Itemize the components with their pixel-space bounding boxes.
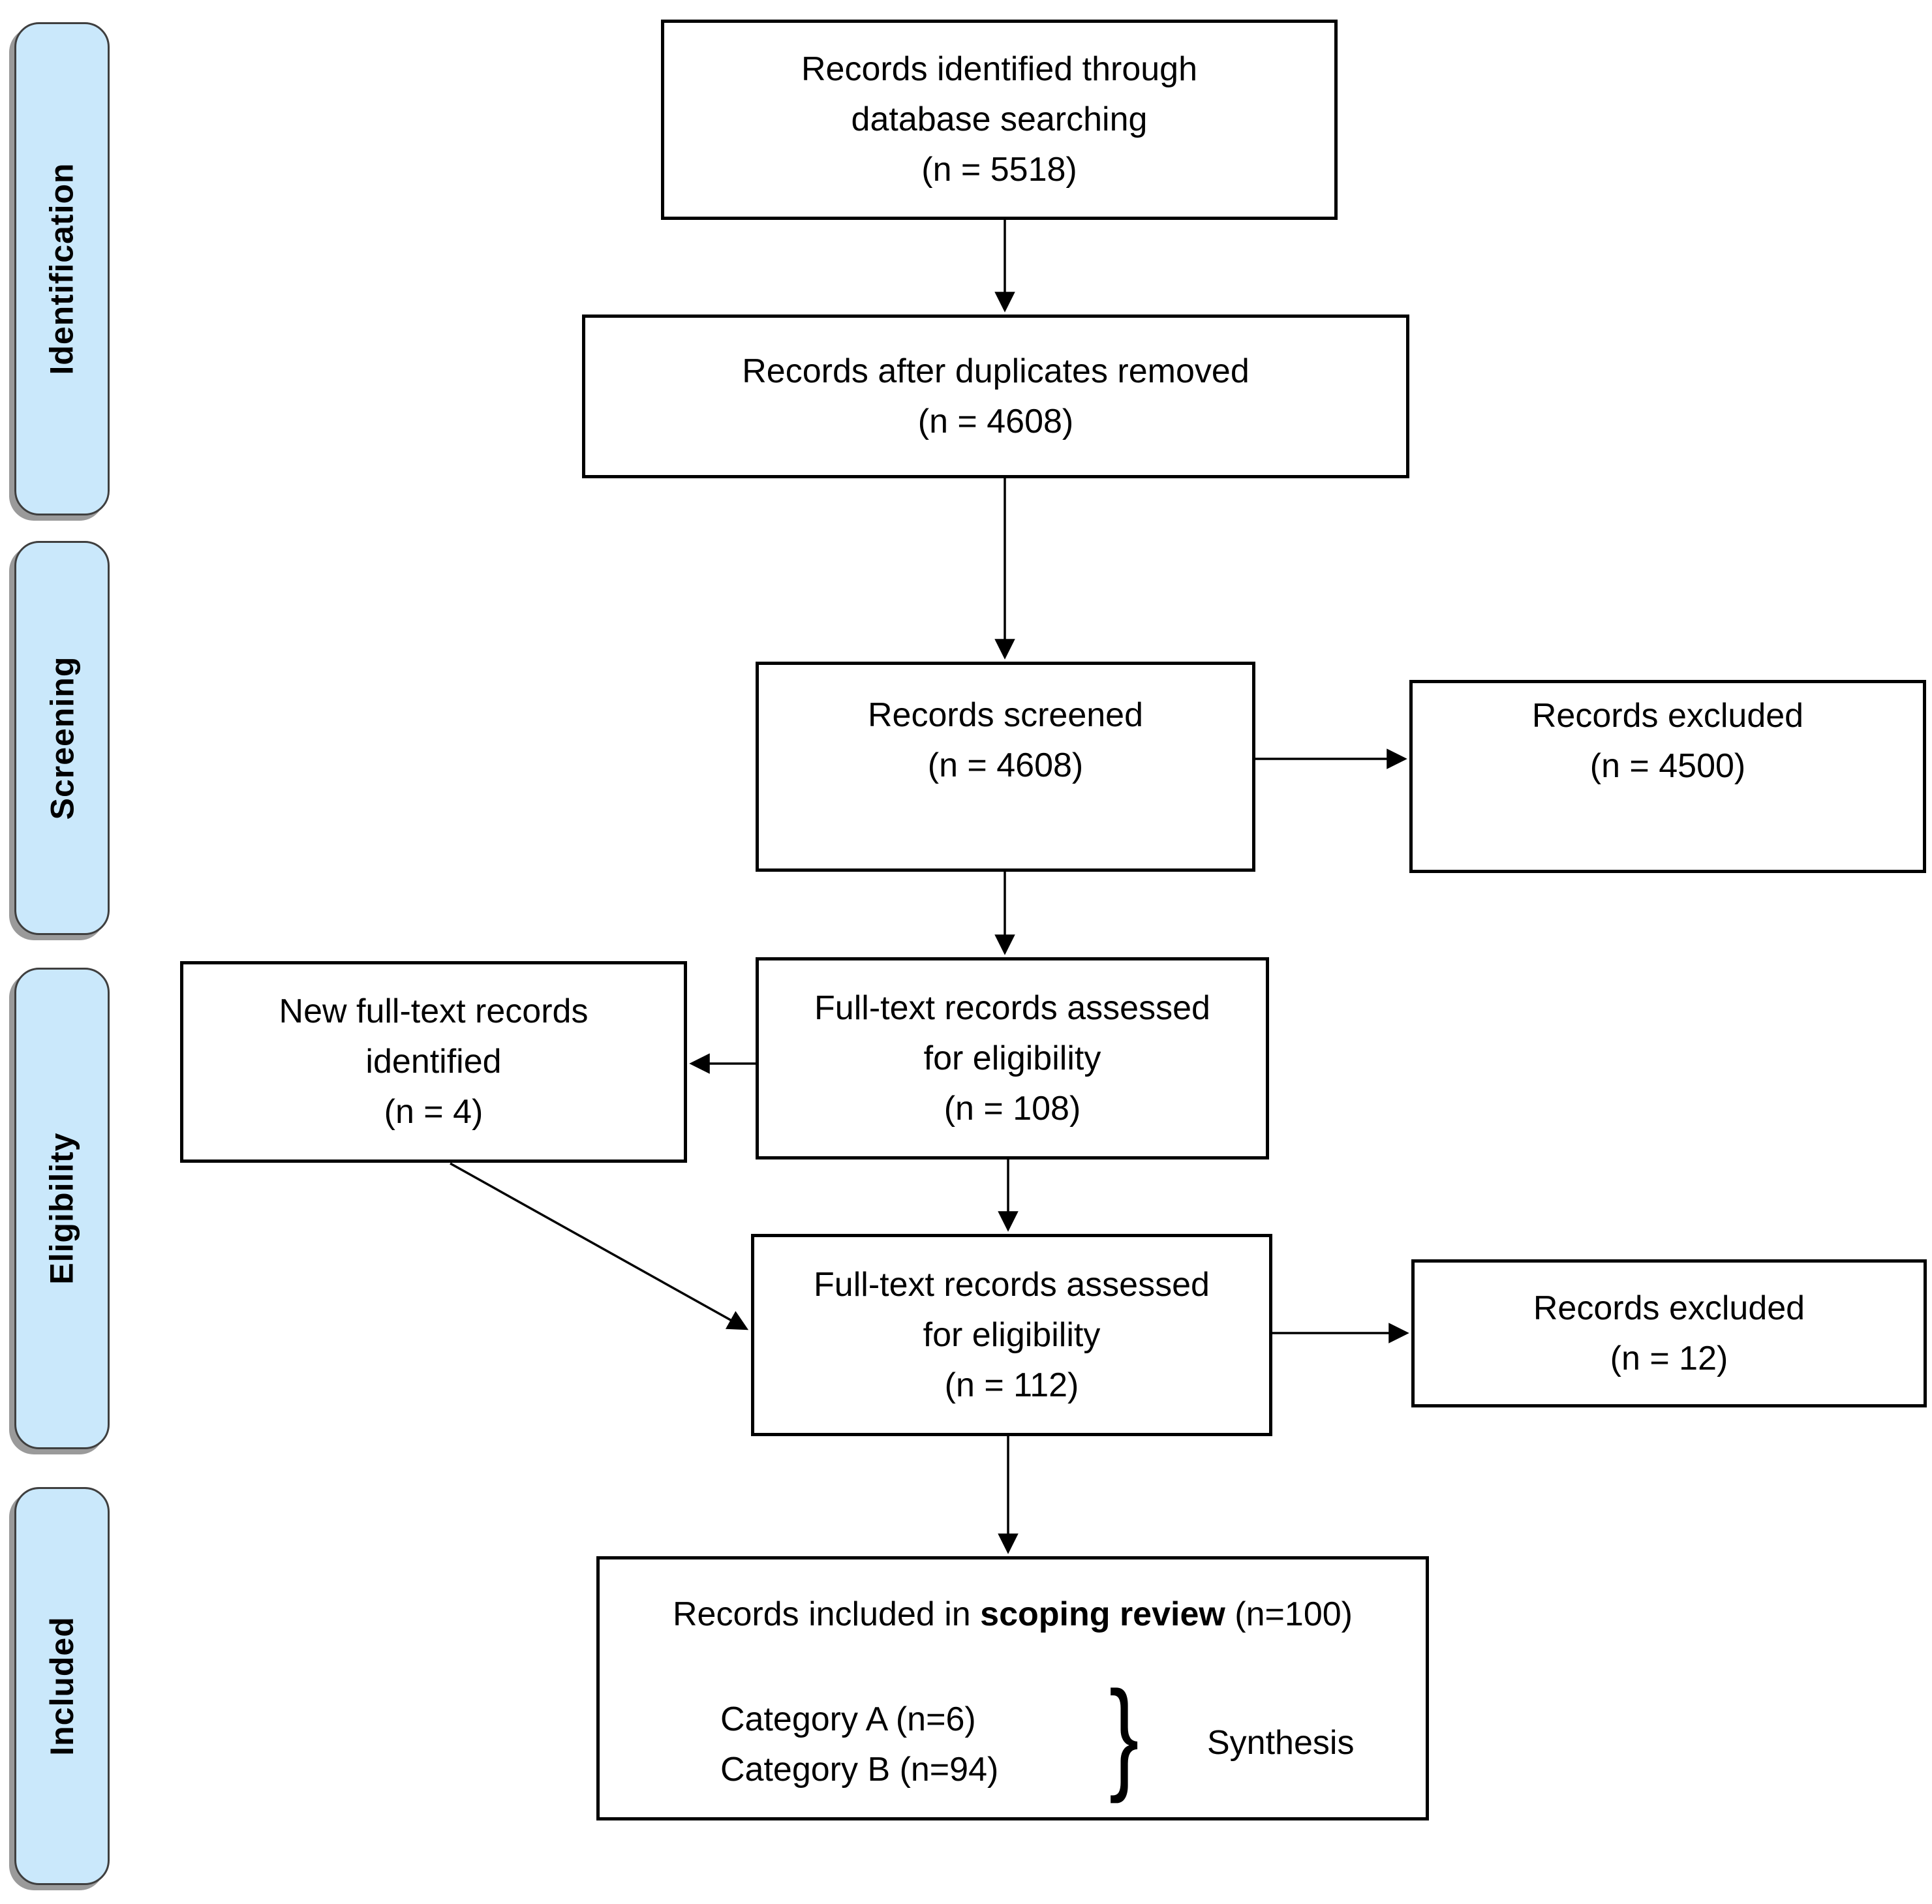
box-text-line: Records identified through bbox=[801, 50, 1198, 88]
stage-eligibility-label: Eligibility bbox=[44, 1132, 80, 1285]
box-text-line: Records screened bbox=[868, 696, 1143, 734]
box-count: (n = 12) bbox=[1610, 1339, 1728, 1377]
included-categories: Category A (n=6) Category B (n=94) bbox=[720, 1695, 998, 1795]
stage-identification: Identification bbox=[14, 22, 110, 515]
box-count: (n = 4608) bbox=[927, 746, 1084, 784]
box-records-excluded-screening: Records excluded (n = 4500) bbox=[1409, 680, 1926, 873]
stage-screening-label: Screening bbox=[44, 656, 80, 820]
brace-glyph: } bbox=[1109, 1666, 1139, 1804]
stage-included: Included bbox=[14, 1487, 110, 1885]
included-title-prefix: Records included in bbox=[673, 1595, 981, 1633]
box-count: (n = 4) bbox=[384, 1093, 483, 1131]
box-text-line: Records excluded bbox=[1533, 1289, 1805, 1327]
box-text-line: Records excluded bbox=[1531, 697, 1804, 735]
box-records-identified: Records identified through database sear… bbox=[661, 20, 1338, 220]
stage-identification-label: Identification bbox=[44, 162, 81, 375]
box-text-line: New full-text records bbox=[279, 992, 589, 1030]
box-count: (n = 5518) bbox=[921, 151, 1077, 189]
box-records-excluded-fulltext: Records excluded (n = 12) bbox=[1411, 1259, 1927, 1407]
box-count: (n = 4608) bbox=[917, 402, 1074, 440]
box-text-line: database searching bbox=[851, 100, 1148, 138]
category-b: Category B (n=94) bbox=[720, 1751, 999, 1789]
box-text-line: Full-text records assessed bbox=[814, 989, 1210, 1027]
box-fulltext-assessed-112: Full-text records assessed for eligibili… bbox=[751, 1234, 1272, 1436]
box-text-line: for eligibility bbox=[923, 1039, 1101, 1077]
box-records-screened: Records screened (n = 4608) bbox=[756, 662, 1255, 872]
box-text-line: Records after duplicates removed bbox=[742, 352, 1250, 390]
arrow-new-to-fulltext112-diagonal bbox=[450, 1162, 749, 1330]
synthesis-label: Synthesis bbox=[1207, 1724, 1355, 1762]
included-title: Records included in scoping review (n=10… bbox=[600, 1589, 1426, 1640]
box-text-line: Full-text records assessed bbox=[814, 1265, 1210, 1304]
box-count: (n = 108) bbox=[943, 1089, 1081, 1128]
included-title-count: (n=100) bbox=[1225, 1595, 1353, 1633]
stage-eligibility: Eligibility bbox=[14, 968, 110, 1449]
stage-included-label: Included bbox=[44, 1616, 81, 1756]
category-a: Category A (n=6) bbox=[720, 1700, 976, 1738]
box-new-fulltext-identified: New full-text records identified (n = 4) bbox=[180, 961, 687, 1163]
box-text-line: identified bbox=[365, 1043, 502, 1081]
included-title-bold: scoping review bbox=[980, 1595, 1225, 1633]
box-records-included: Records included in scoping review (n=10… bbox=[596, 1556, 1429, 1820]
box-count: (n = 112) bbox=[944, 1366, 1079, 1404]
box-count: (n = 4500) bbox=[1589, 747, 1746, 785]
box-duplicates-removed: Records after duplicates removed (n = 46… bbox=[582, 315, 1409, 478]
box-fulltext-assessed-108: Full-text records assessed for eligibili… bbox=[756, 957, 1269, 1159]
box-text-line: for eligibility bbox=[923, 1315, 1101, 1354]
stage-screening: Screening bbox=[14, 541, 110, 935]
